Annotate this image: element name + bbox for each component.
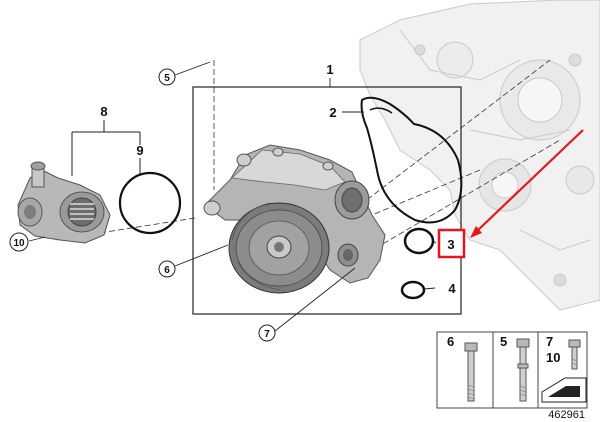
callout-10: 10 <box>9 232 29 252</box>
o-ring-3 <box>403 227 435 255</box>
red-pointer-arrow <box>470 129 584 238</box>
svg-text:5: 5 <box>164 73 170 84</box>
callout-7: 7 <box>258 324 276 342</box>
callout-2: 2 <box>329 105 336 120</box>
gasket-inner-edge <box>369 107 393 114</box>
leader-lines <box>28 61 437 332</box>
callout-4: 4 <box>448 281 456 296</box>
callout-6: 6 <box>158 260 176 278</box>
callout-bracket-8 <box>71 120 141 176</box>
bolt-6-illustration <box>464 342 478 402</box>
o-ring-4 <box>400 280 426 300</box>
svg-text:7: 7 <box>264 329 270 340</box>
callout-5: 5 <box>158 68 176 86</box>
svg-text:3: 3 <box>447 237 454 252</box>
svg-text:10: 10 <box>13 238 25 249</box>
bolt-table-col-5: 5 <box>500 334 507 349</box>
callout-8: 8 <box>100 104 107 119</box>
bolt-5-illustration <box>516 338 530 402</box>
bolt-table-col-7: 7 <box>546 334 553 349</box>
thermostat-o-ring <box>118 171 182 235</box>
assembly-frame <box>192 86 462 315</box>
reference-number: 462961 <box>548 409 585 421</box>
bolt-7-10-illustration <box>568 339 581 370</box>
thermostat-illustration <box>17 161 111 244</box>
pulley-illustration <box>228 202 330 294</box>
pump-gasket-outline <box>360 96 463 224</box>
callout-9: 9 <box>136 143 143 158</box>
bolt-table: 6 5 7 10 <box>436 331 588 409</box>
callout-1: 1 <box>326 62 333 77</box>
bolt-table-col-6: 6 <box>447 334 454 349</box>
svg-text:6: 6 <box>164 265 170 276</box>
screw-symbol-icon <box>541 377 587 403</box>
engine-block-illustration <box>359 0 600 311</box>
bolt-table-col-10: 10 <box>546 350 560 365</box>
callout-3-highlight: 3 <box>437 228 466 259</box>
